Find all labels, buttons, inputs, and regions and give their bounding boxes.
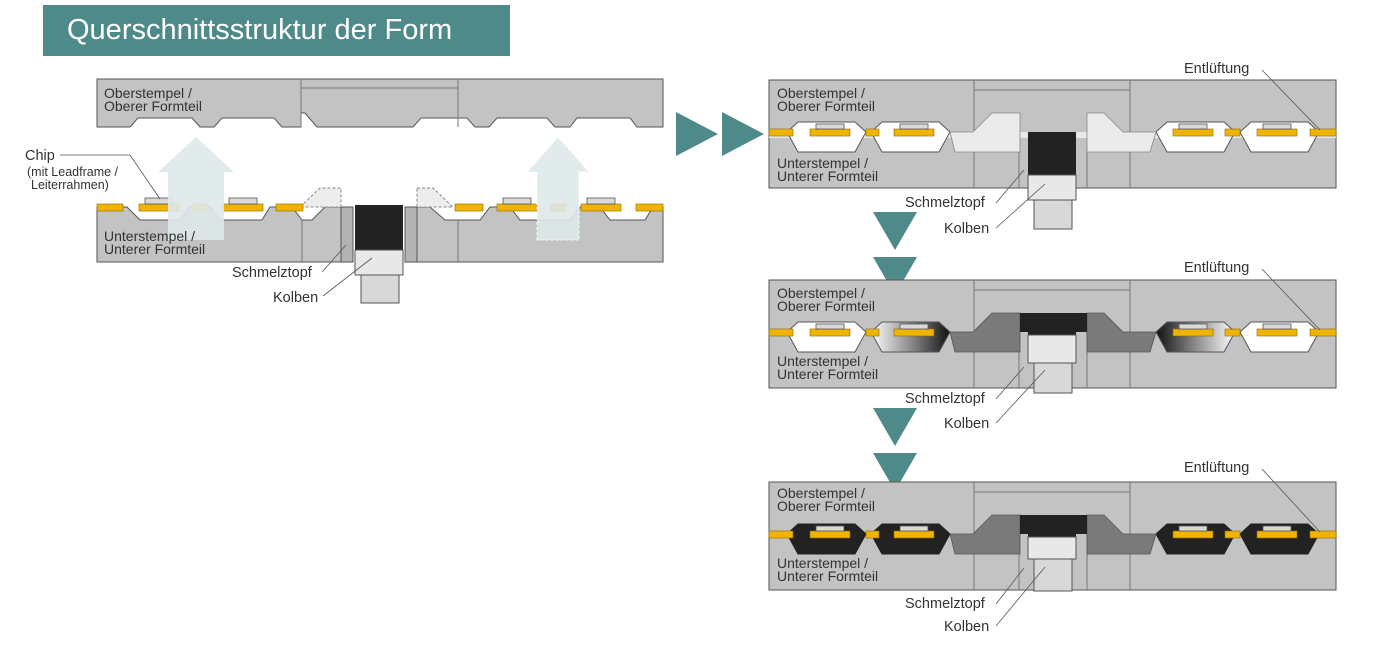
arrow-down-icon [873,257,917,295]
plunger-label: Kolben [944,619,989,635]
arrow-right-icon [722,112,764,156]
upper-die [96,78,664,128]
plunger-label: Kolben [944,416,989,432]
lower-die-label-2: Unterer Formteil [777,168,878,184]
pot-label: Schmelztopf [905,391,986,407]
vent-label: Entlüftung [1184,260,1249,276]
arrow-up-icon [525,136,591,241]
open-mold: Oberstempel / Oberer Formteil Unterstemp… [25,78,664,306]
resin-pellet [355,205,403,250]
leadframe [96,203,664,212]
upper-die-label-2: Oberer Formteil [104,98,202,114]
arrow-up-icon [158,137,234,240]
lower-die-label-1: Unterstempel / [777,353,868,369]
vent-label: Entlüftung [1184,61,1249,77]
lower-die-label-2: Unterer Formteil [777,366,878,382]
lower-die-label-1: Unterstempel / [777,155,868,171]
plunger-label: Kolben [273,290,318,306]
upper-die-label-1: Oberstempel / [777,85,865,101]
upper-die-label-2: Oberer Formteil [777,98,875,114]
arrow-right-icon [676,112,718,156]
upper-die-label-1: Oberstempel / [777,485,865,501]
plunger-label: Kolben [944,221,989,237]
chip-note-2: Leiterrahmen) [31,178,109,192]
pot-label: Schmelztopf [905,195,986,211]
pot-label: Schmelztopf [232,265,313,281]
closed-mold-stage-3: Oberstempel / Oberer Formteil Unterstemp… [768,460,1337,635]
page-title: Querschnittsstruktur der Form [43,5,510,56]
vent-label: Entlüftung [1184,460,1249,476]
chip-label: Chip [25,148,55,164]
arrow-down-icon [873,212,917,250]
lower-die-label-2: Unterer Formteil [104,241,205,257]
closed-mold-stage-1: Oberstempel / Oberer Formteil Unterstemp… [768,61,1337,237]
upper-die-label-2: Oberer Formteil [777,498,875,514]
lower-die-label-2: Unterer Formteil [777,568,878,584]
upper-die-label-1: Oberstempel / [777,285,865,301]
arrow-down-icon [873,408,917,446]
stage-arrows [676,112,917,491]
lower-die-label-1: Unterstempel / [104,228,195,244]
lower-die-label-1: Unterstempel / [777,555,868,571]
plunger [354,249,404,276]
pot-label: Schmelztopf [905,596,986,612]
upper-die-label-1: Oberstempel / [104,85,192,101]
upper-die-label-2: Oberer Formteil [777,298,875,314]
chip [144,197,616,205]
chip-note-1: (mit Leadframe / [27,165,119,179]
page-title-text: Querschnittsstruktur der Form [67,14,453,46]
closed-mold-stage-2: Oberstempel / Oberer Formteil Unterstemp… [768,260,1337,432]
arrow-down-icon [873,453,917,491]
